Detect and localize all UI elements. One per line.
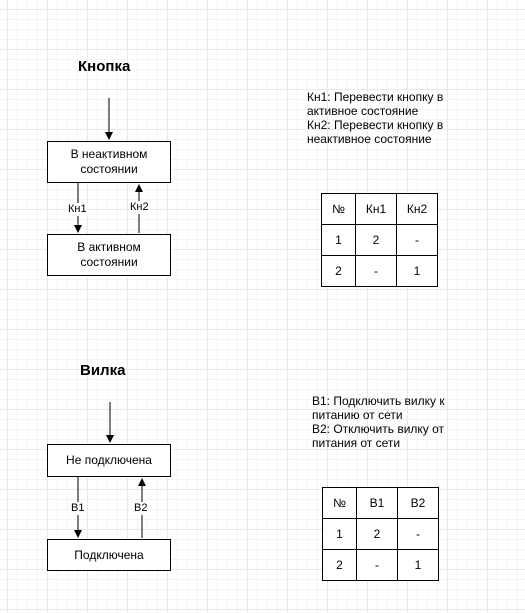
table-header-cell: № — [322, 487, 357, 519]
table-cell: 2 — [355, 224, 397, 256]
legend-kn2: Кн2: Перевести кнопку в неактивное состо… — [307, 118, 444, 146]
state-active-node[interactable]: В активном состоянии — [47, 234, 171, 276]
table-header-cell: В2 — [397, 487, 439, 519]
plug-transition-table: № В1 В2 1 2 - 2 - 1 — [322, 487, 439, 581]
table-row: 1 2 - — [321, 224, 438, 256]
table-row: 2 - 1 — [322, 549, 439, 581]
state-disconnected-node[interactable]: Не подключена — [47, 444, 171, 477]
table-row: 1 2 - — [322, 518, 439, 550]
table-cell: 1 — [396, 255, 438, 287]
table-row: 2 - 1 — [321, 255, 438, 287]
state-connected-label: Подключена — [74, 547, 144, 562]
state-inactive-node[interactable]: В неактивном состоянии — [47, 141, 171, 183]
table-header-cell: Кн2 — [396, 193, 438, 225]
edge-label-kn1: Кн1 — [67, 203, 88, 216]
table-header-cell: В1 — [356, 487, 398, 519]
table-cell: 1 — [397, 549, 439, 581]
table-cell: 2 — [322, 549, 357, 581]
state-connected-node[interactable]: Подключена — [47, 539, 171, 571]
table-header-cell: № — [321, 193, 356, 225]
legend-kn1: Кн1: Перевести кнопку в активное состоян… — [307, 90, 444, 118]
table-cell: - — [356, 549, 398, 581]
table-header-cell: Кн1 — [355, 193, 397, 225]
state-disconnected-label: Не подключена — [66, 453, 152, 467]
button-legend-note: Кн1: Перевести кнопку в активное состоян… — [307, 90, 462, 146]
table-cell: - — [355, 255, 397, 287]
table-cell: 1 — [321, 224, 356, 256]
button-diagram-title: Кнопка — [78, 58, 131, 75]
plug-legend-note: В1: Подключить вилку к питанию от сети В… — [312, 394, 462, 450]
table-cell: 2 — [321, 255, 356, 287]
edge-label-b2: В2 — [133, 502, 149, 515]
legend-b1: В1: Подключить вилку к питанию от сети — [312, 394, 445, 422]
table-cell: - — [396, 224, 438, 256]
button-transition-table: № Кн1 Кн2 1 2 - 2 - 1 — [321, 193, 438, 287]
table-cell: - — [397, 518, 439, 550]
state-inactive-label: В неактивном состоянии — [70, 147, 148, 176]
state-active-label: В активном состоянии — [77, 240, 141, 269]
legend-b2: В2: Отключить вилку от питания от сети — [312, 422, 445, 450]
edge-label-b1: В1 — [70, 502, 86, 515]
table-header-row: № Кн1 Кн2 — [321, 193, 438, 225]
plug-diagram-title: Вилка — [80, 362, 126, 379]
edge-label-kn2: Кн2 — [129, 201, 150, 214]
table-cell: 2 — [356, 518, 398, 550]
table-cell: 1 — [322, 518, 357, 550]
table-header-row: № В1 В2 — [322, 487, 439, 519]
